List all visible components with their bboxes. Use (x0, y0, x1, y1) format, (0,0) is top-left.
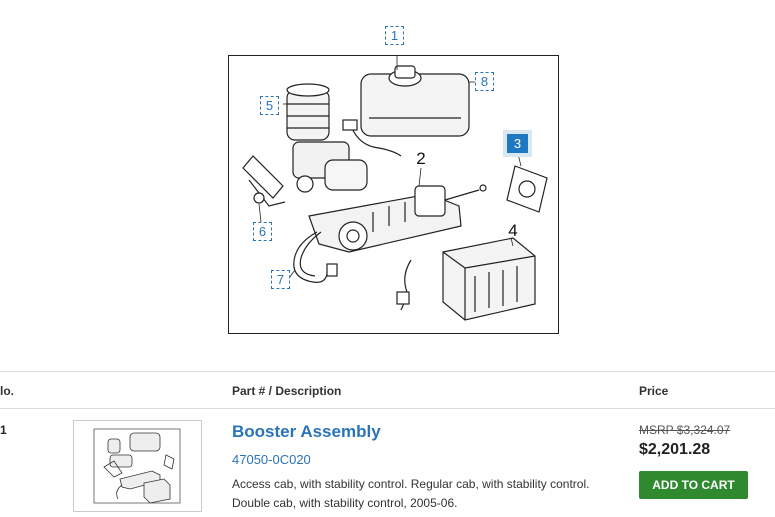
diagram-callout-4[interactable]: 4 (508, 221, 518, 240)
part-number-link[interactable]: 47050-0C020 (232, 452, 311, 467)
table-header-divider (0, 408, 775, 409)
part-title-link[interactable]: Booster Assembly (232, 422, 381, 441)
parts-diagram: 1 8 5 2 3 6 4 7 (228, 26, 559, 334)
diagram-callout-1[interactable]: 1 (385, 26, 404, 45)
diagram-callout-3[interactable]: 3 (507, 134, 528, 153)
diagram-callout-8[interactable]: 8 (475, 72, 494, 91)
column-header-no: lo. (0, 384, 14, 398)
msrp-price: MSRP $3,324.07 (639, 423, 731, 437)
part-thumbnail-illustration (93, 428, 181, 504)
sale-price: $2,201.28 (639, 441, 711, 458)
diagram-callout-5[interactable]: 5 (260, 96, 279, 115)
add-to-cart-button[interactable]: ADD TO CART (639, 471, 748, 499)
part-description: Access cab, with stability control. Regu… (232, 477, 590, 510)
row-number: 1 (0, 423, 7, 437)
diagram-callout-7[interactable]: 7 (271, 270, 290, 289)
column-header-price: Price (639, 384, 669, 398)
part-thumbnail[interactable] (73, 420, 202, 512)
diagram-callout-2[interactable]: 2 (416, 149, 426, 168)
diagram-callout-6[interactable]: 6 (253, 222, 272, 241)
brake-booster-diagram-illustration (242, 56, 548, 321)
column-header-part-description: Part # / Description (232, 384, 342, 398)
table-top-divider (0, 371, 775, 372)
